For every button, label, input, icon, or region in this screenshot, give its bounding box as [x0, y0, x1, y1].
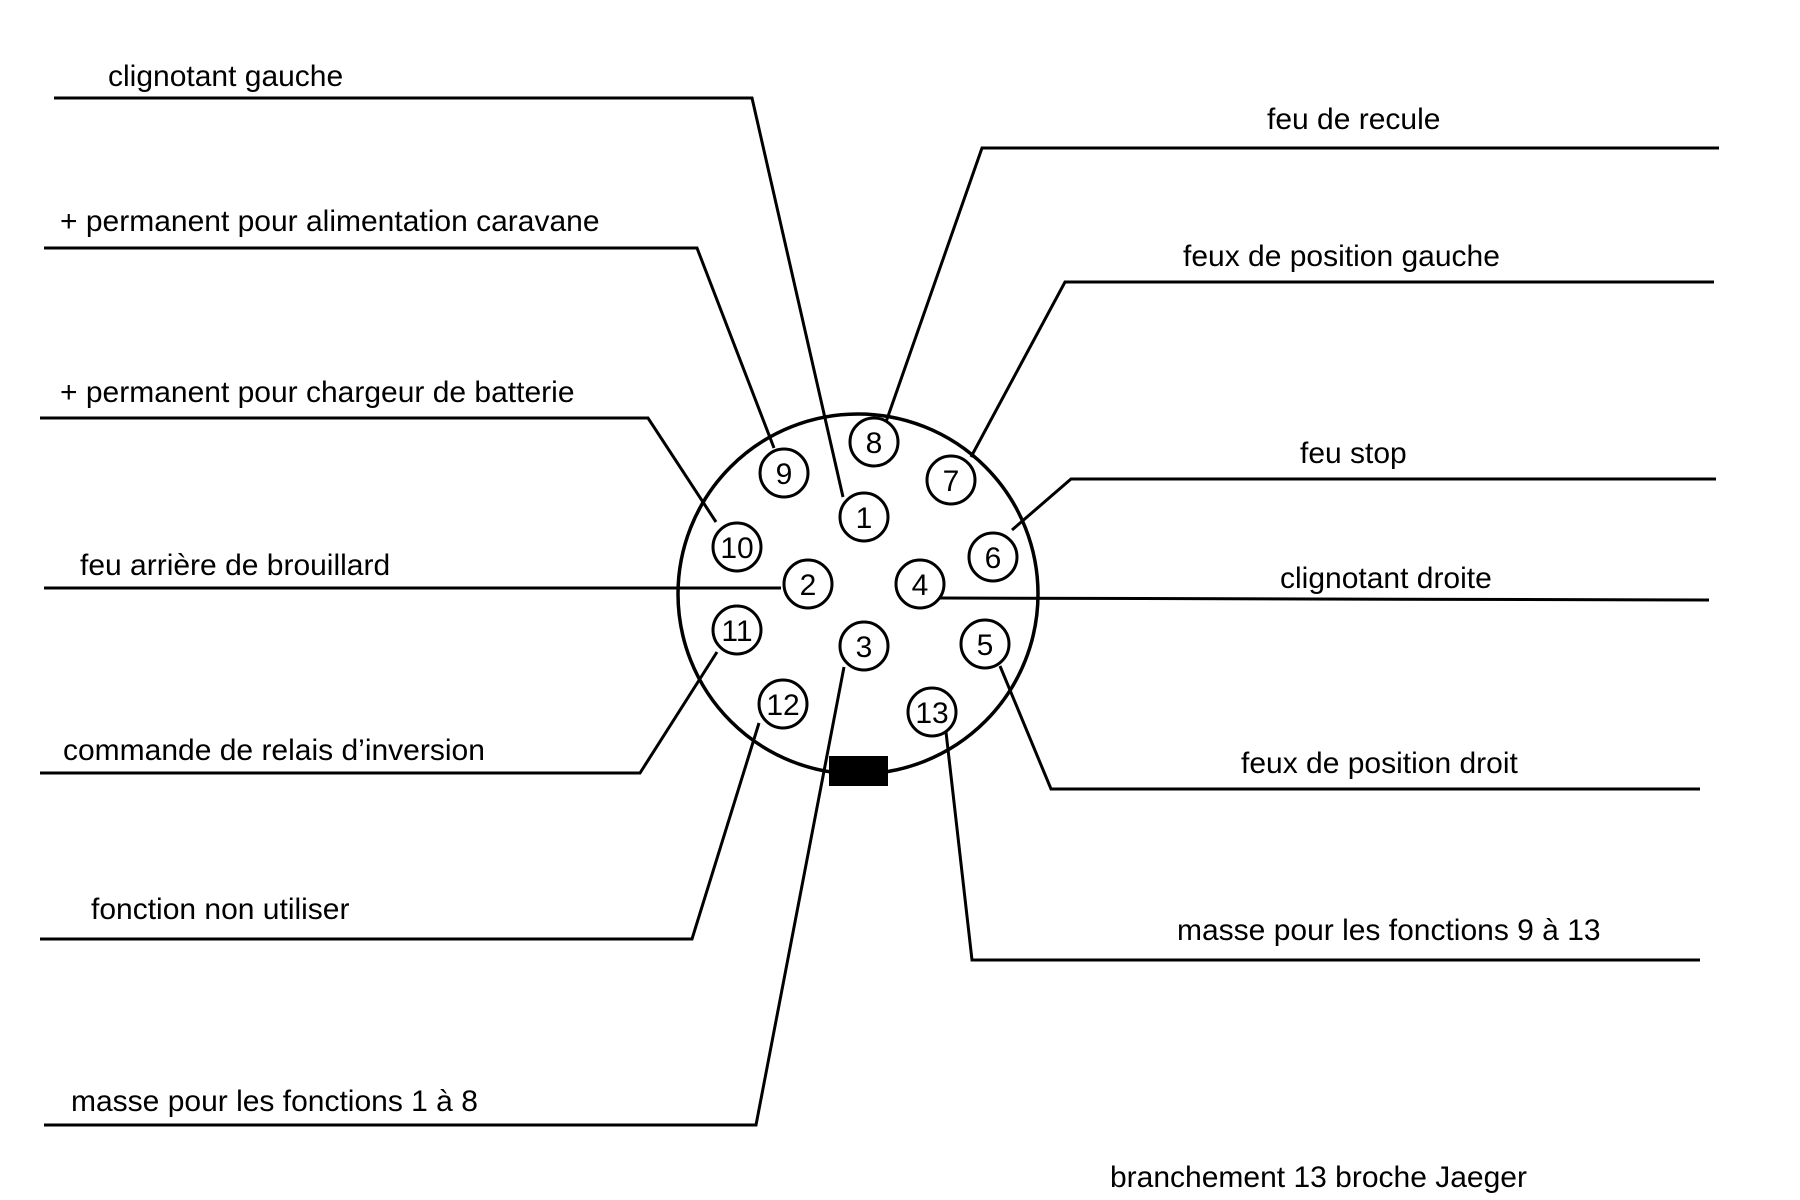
wire-pin-10 — [40, 416, 718, 523]
wire-pin-8 — [884, 146, 1719, 423]
connector-body — [676, 412, 1040, 776]
label-pin-2: feu arrière de brouillard — [80, 549, 390, 582]
diagram-caption: branchement 13 broche Jaeger — [1110, 1161, 1527, 1194]
pin-13-number: 13 — [915, 697, 948, 730]
pin-1-number: 1 — [856, 502, 873, 535]
pin-13: 13 — [906, 686, 958, 738]
pin-8: 8 — [848, 416, 900, 468]
pin-2: 2 — [782, 558, 834, 610]
pin-3: 3 — [838, 620, 890, 672]
wire-labels: clignotant gauche + permanent pour alime… — [60, 60, 1601, 1118]
pin-7-number: 7 — [943, 465, 960, 498]
pin-11: 11 — [711, 604, 763, 656]
pin-2-number: 2 — [800, 569, 817, 602]
wire-pin-9 — [44, 246, 776, 449]
pin-6-number: 6 — [985, 542, 1002, 575]
pin-5: 5 — [959, 618, 1011, 670]
label-pin-12: fonction non utiliser — [91, 893, 350, 926]
label-pin-7: feux de position gauche — [1183, 240, 1500, 273]
pin-4: 4 — [894, 558, 946, 610]
pin-11-number: 11 — [721, 615, 752, 648]
connector-key — [829, 756, 888, 786]
label-pin-5: feux de position droit — [1241, 747, 1519, 780]
pins: 1 2 3 4 5 6 7 8 — [711, 416, 1019, 738]
label-pin-9: + permanent pour alimentation caravane — [60, 205, 600, 238]
label-pin-3: masse pour les fonctions 1 à 8 — [71, 1085, 478, 1118]
label-pin-8: feu de recule — [1267, 103, 1440, 136]
pin-6: 6 — [967, 531, 1019, 583]
label-pin-1: clignotant gauche — [108, 60, 343, 93]
pin-12: 12 — [757, 678, 809, 730]
pin-8-number: 8 — [866, 427, 883, 460]
pin-5-number: 5 — [977, 629, 994, 662]
pin-10-number: 10 — [720, 532, 753, 565]
wire-pin-1 — [54, 96, 845, 498]
pin-4-number: 4 — [912, 569, 929, 602]
label-pin-10: + permanent pour chargeur de batterie — [60, 376, 575, 409]
pin-9: 9 — [758, 447, 810, 499]
label-pin-13: masse pour les fonctions 9 à 13 — [1177, 914, 1601, 947]
wire-pin-3 — [44, 666, 846, 1127]
label-pin-11: commande de relais d’inversion — [63, 734, 485, 767]
pin-7: 7 — [925, 454, 977, 506]
wire-pin-7 — [969, 280, 1714, 458]
wire-pin-12 — [40, 722, 761, 941]
label-pin-6: feu stop — [1300, 437, 1407, 470]
pin-12-number: 12 — [766, 689, 799, 722]
pin-3-number: 3 — [856, 631, 873, 664]
wire-pin-13 — [944, 731, 1700, 962]
wire-pin-5 — [998, 665, 1700, 791]
wires — [40, 96, 1719, 1127]
pin-1: 1 — [838, 491, 890, 543]
wire-pin-4 — [939, 596, 1710, 602]
wire-pin-6 — [1011, 477, 1716, 532]
pin-9-number: 9 — [776, 458, 793, 491]
wire-pin-11 — [40, 651, 719, 775]
label-pin-4: clignotant droite — [1280, 562, 1492, 595]
pin-10: 10 — [711, 521, 763, 573]
